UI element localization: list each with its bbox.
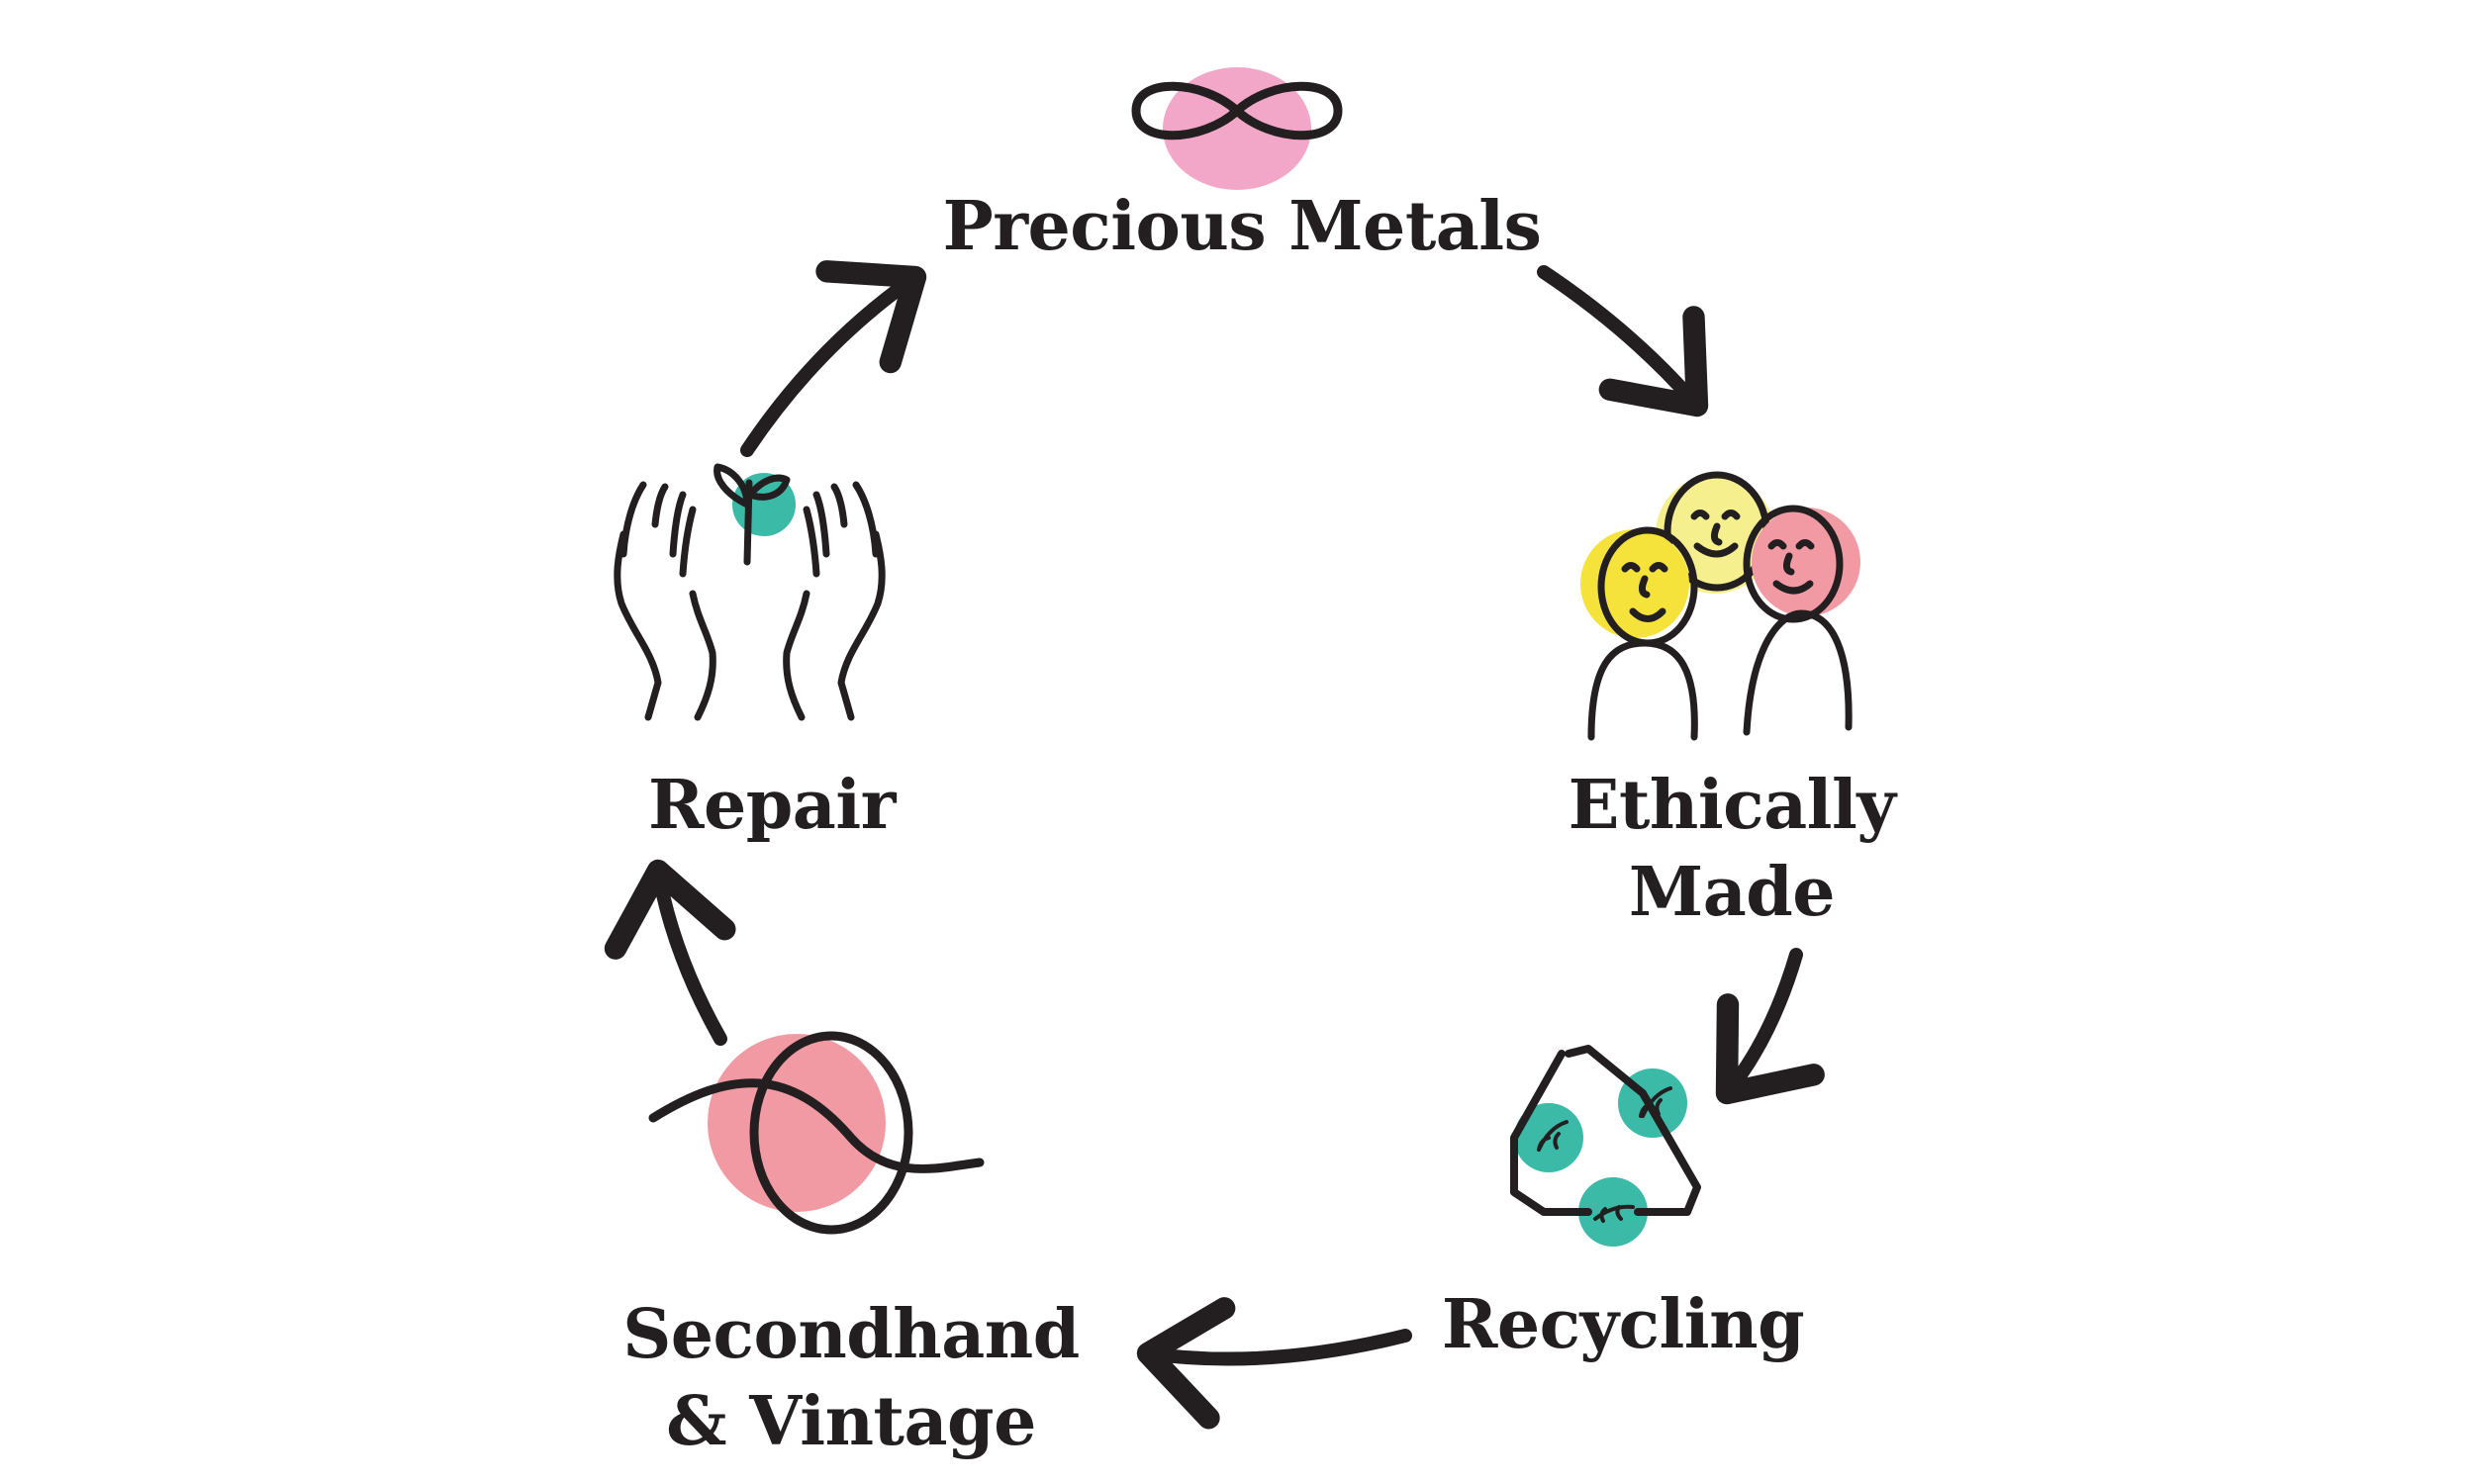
stage-label-line: Ethically <box>1568 766 1896 845</box>
stage-label-recycling: Recycling <box>1415 1281 1831 1368</box>
infinity-icon <box>1131 67 1343 190</box>
arrow-recycle-to-second <box>1136 1297 1412 1430</box>
people-faces-icon <box>1580 471 1860 741</box>
arrow-precious-to-ethical <box>1537 265 1709 417</box>
hands-sprout-icon <box>614 463 886 721</box>
recycle-triangle-icon <box>1510 1045 1701 1247</box>
stage-label-precious-metals: Precious Metals <box>896 183 1588 270</box>
stage-label-line: Secondhand <box>622 1295 1080 1374</box>
stage-label-line: Recycling <box>1441 1285 1805 1364</box>
yarn-ball-icon <box>648 1031 985 1235</box>
stage-label-line: Precious Metals <box>942 187 1542 266</box>
stage-label-line: & Vintage <box>666 1382 1036 1461</box>
arrow-repair-to-precious <box>740 260 927 457</box>
stage-label-repair: Repair <box>594 762 950 849</box>
stage-label-ethically-made: Ethically Made <box>1544 762 1920 936</box>
arrow-ethical-to-recycle <box>1715 948 1825 1105</box>
stage-label-line: Repair <box>647 766 897 845</box>
stage-label-line: Made <box>1628 853 1836 932</box>
arrow-second-to-repair <box>604 859 736 1046</box>
stage-label-secondhand-vintage: Secondhand & Vintage <box>584 1291 1118 1465</box>
